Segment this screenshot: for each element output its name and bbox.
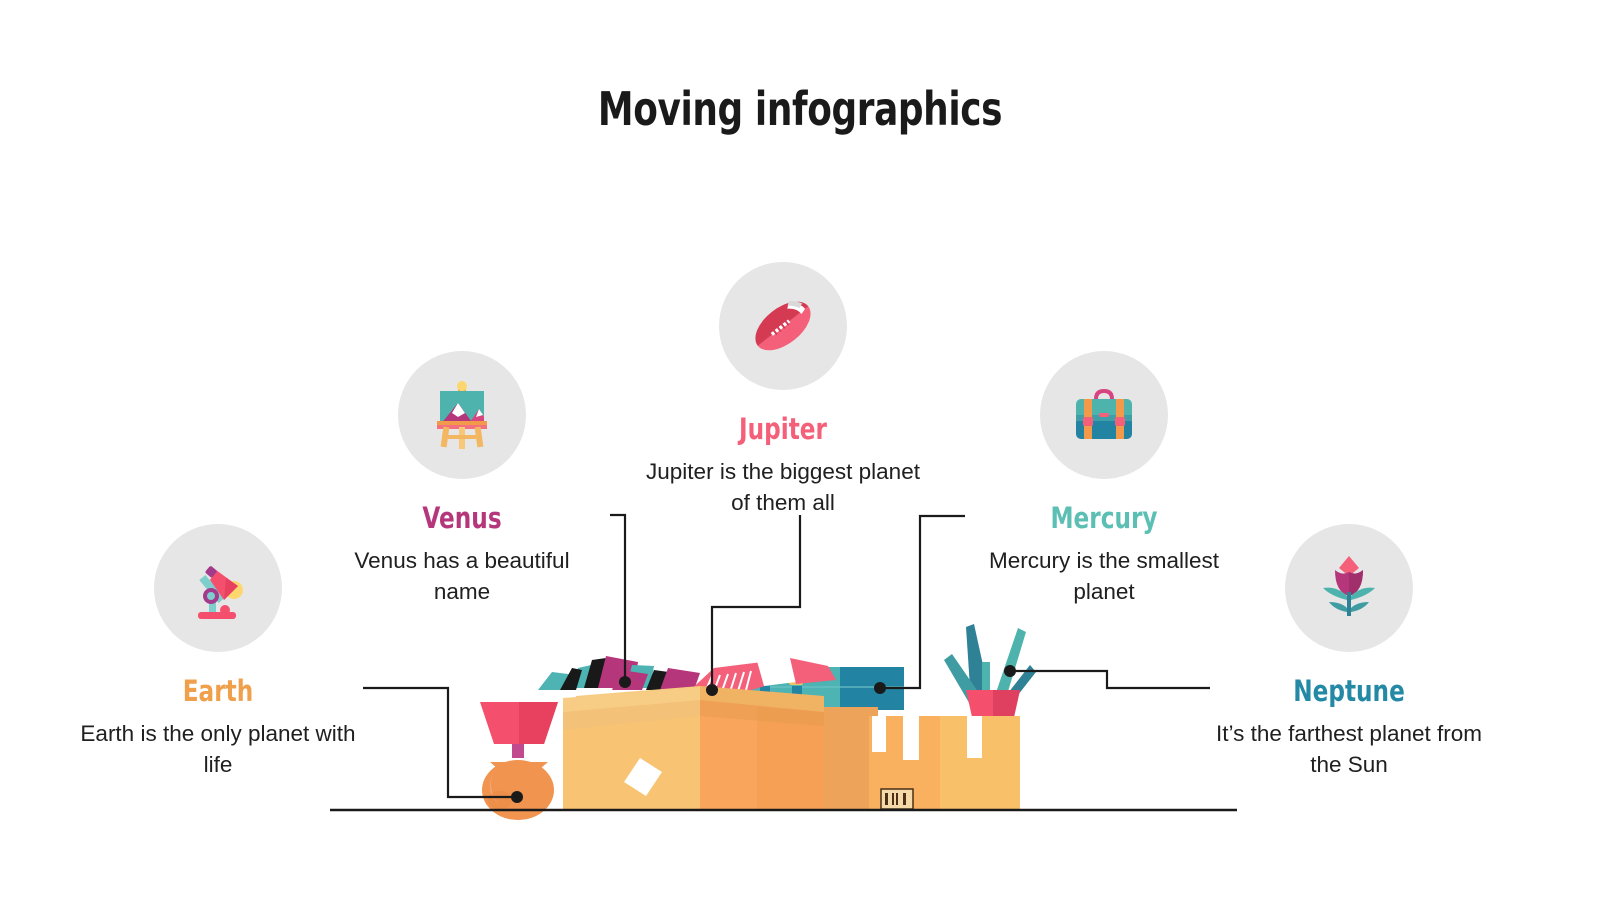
page-title: Moving infographics — [597, 82, 1003, 136]
icon-circle-mercury — [1040, 351, 1168, 479]
planet-desc-jupiter: Jupiter is the biggest planet of them al… — [646, 459, 920, 515]
books-stack-graphic — [538, 656, 700, 690]
connector-jupiter — [706, 515, 802, 696]
planet-name-jupiter: Jupiter — [739, 412, 827, 446]
icon-circle-earth — [154, 524, 282, 652]
table-lamp-graphic — [480, 702, 558, 820]
potted-plant-graphic — [944, 624, 1036, 726]
connector-mercury — [874, 514, 965, 694]
planet-desc-mercury: Mercury is the smallest planet — [988, 548, 1220, 604]
sealed-cardboard-boxes — [757, 707, 1020, 810]
icon-circle-venus — [398, 351, 526, 479]
planet-block-earth[interactable]: Earth Earth is the only planet with life — [68, 524, 368, 780]
icon-circle-neptune — [1285, 524, 1413, 652]
planet-desc-venus: Venus has a beautiful name — [354, 548, 570, 604]
planet-name-venus: Venus — [422, 501, 502, 535]
tulip-flower-icon — [1323, 556, 1375, 616]
easel-painting-icon — [437, 381, 487, 449]
icon-circle-jupiter — [719, 262, 847, 390]
rolled-poster-graphic — [686, 658, 836, 698]
open-cardboard-box-graphic — [563, 686, 824, 810]
connector-neptune — [1004, 665, 1210, 690]
connector-earth — [363, 686, 523, 803]
planet-block-venus[interactable]: Venus Venus has a beautiful name — [312, 351, 612, 607]
planet-name-mercury: Mercury — [1050, 501, 1158, 535]
planet-block-jupiter[interactable]: Jupiter Jupiter is the biggest planet of… — [633, 262, 933, 518]
planet-desc-earth: Earth is the only planet with life — [80, 721, 356, 777]
connector-venus — [610, 513, 631, 688]
american-football-icon — [755, 300, 811, 351]
desk-lamp-icon — [198, 566, 243, 619]
planet-name-neptune: Neptune — [1293, 674, 1405, 708]
planet-desc-neptune: It’s the farthest planet from the Sun — [1216, 721, 1482, 777]
planet-block-mercury[interactable]: Mercury Mercury is the smallest planet — [954, 351, 1254, 607]
suitcase-graphic — [722, 667, 904, 710]
planet-name-earth: Earth — [182, 674, 254, 708]
planet-block-neptune[interactable]: Neptune It’s the farthest planet from th… — [1199, 524, 1499, 780]
school-satchel-icon — [1076, 389, 1132, 439]
